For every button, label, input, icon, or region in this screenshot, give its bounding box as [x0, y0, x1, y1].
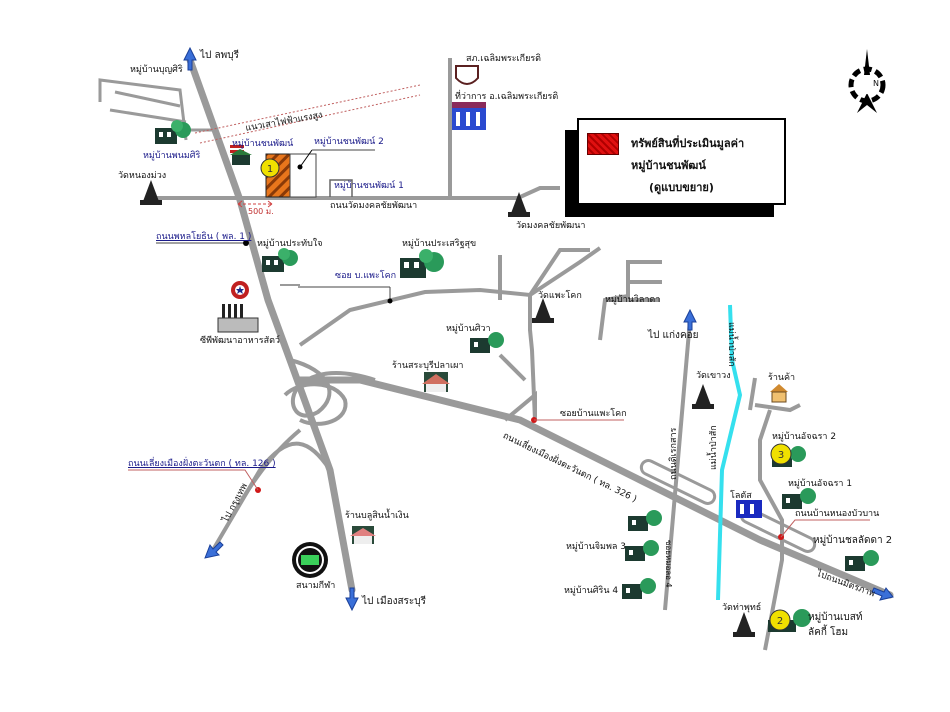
village-icon	[155, 120, 191, 144]
label-wat-phaekhok: วัดแพะโคก	[538, 291, 582, 301]
lotus-store-icon	[736, 500, 762, 518]
district-office-icon	[452, 102, 486, 130]
label-district-office: ที่ว่าการ อ.เฉลิมพระเกียรติ	[455, 92, 559, 102]
village-icon	[782, 488, 816, 509]
arrow-to-lopburi-icon	[183, 46, 197, 71]
arrow-to-mittraphap-icon	[871, 587, 894, 601]
river-label-upper: แม่น้ำป่าสัก	[726, 322, 736, 367]
village-icon	[625, 540, 659, 561]
highway-phahonyothin	[186, 56, 356, 594]
label-ban-best: หมู่บ้านเบสท์	[808, 612, 863, 623]
chonphat-1-parcel	[329, 179, 353, 197]
nong-bua-road-label: ถนนบ้านหนองบัวบาน	[795, 509, 880, 519]
soi-4-label: ซอยหมอลอ 4	[664, 540, 673, 588]
temple-icon	[532, 298, 554, 323]
label-ban-atchara-2: หมู่บ้านอัจฉรา 2	[772, 432, 837, 442]
direction-arrows	[183, 46, 894, 612]
legend-line-2: หมู่บ้านชนพัฒน์	[631, 159, 706, 172]
river-label-lower: แม่น้ำป่าสัก	[709, 425, 719, 470]
marker-2: 2	[769, 609, 791, 631]
village-icon	[262, 248, 298, 272]
label-ban-chonphat-1: หมู่บ้านชนพัฒน์ 1	[334, 181, 404, 191]
arrow-to-kaeng-khoi-icon	[683, 308, 697, 331]
label-shop: ร้านค้า	[768, 373, 796, 383]
power-line	[194, 84, 421, 144]
label-ban-sirin-4: หมู่บ้านศิริน 4	[564, 586, 619, 596]
label-wat-khao-wong: วัดเขาวง	[696, 371, 731, 381]
village-icon	[628, 510, 662, 531]
temple-icon	[733, 612, 755, 637]
label-ban-wila: หมู่บ้านวิลาดา	[605, 295, 661, 305]
bypass-126-label: ถนนเลี่ยงเมืองฝั่งตะวันตก ( ทล. 126 )	[128, 459, 276, 469]
temple-icon	[508, 192, 530, 217]
arrow-to-saraburi-icon	[345, 587, 359, 612]
label-wat-nongmuang: วัดหนองม่วง	[118, 171, 167, 181]
label-ban-phanomsiri: หมู่บ้านพนมศิริ	[143, 151, 201, 161]
village-icon	[470, 332, 504, 353]
blue-restaurant-icon	[350, 526, 376, 544]
road-wat-mongkol	[145, 58, 560, 200]
label-police: สภ.เฉลิมพระเกียรติ	[466, 54, 542, 64]
temple-icons	[140, 180, 755, 637]
label-stadium: สนามกีฬา	[296, 581, 336, 591]
marker-3: 3	[770, 443, 792, 465]
pa-sak-river	[716, 304, 743, 601]
village-icon	[622, 578, 656, 599]
label-ban-prathapjai: หมู่บ้านประทับใจ	[257, 239, 323, 249]
marker-1: 1	[260, 158, 280, 178]
legend-line-3: (ดูแบบขยาย)	[649, 181, 714, 194]
label-lotus: โลตัส	[730, 491, 752, 501]
ditsarakan-road-label: ถนนดิเรกสาร	[669, 427, 679, 480]
marker-3-label: 3	[778, 450, 784, 461]
wat-mongkol-road-label: ถนนวัดมงคลชัยพัฒนา	[330, 201, 418, 211]
label-ban-siwa: หมู่บ้านศิวา	[446, 324, 491, 334]
police-station-icon	[455, 65, 479, 85]
label-ban-bunsiri: หมู่บ้านบุญศิริ	[130, 65, 183, 75]
bypass-326	[296, 376, 894, 599]
label-ban-atchara-1: หมู่บ้านอัจฉรา 1	[788, 479, 853, 489]
interchange	[208, 358, 376, 557]
stadium-icon	[292, 542, 328, 578]
marker-1-label: 1	[267, 164, 273, 175]
village-icon	[845, 550, 879, 571]
label-wat-mongkol: วัดมงคลชัยพัฒนา	[516, 221, 586, 231]
label-ban-chonlada-2: หมู่บ้านชลลัดดา 2	[813, 535, 893, 546]
label-ban-prasertsuk: หมู่บ้านประเสริฐสุข	[402, 239, 477, 249]
label-ban-lucky-home: ลัคกี้ โฮม	[808, 627, 849, 638]
label-ban-chonphat-2: หมู่บ้านชนพัฒน์ 2	[314, 137, 384, 147]
north-compass-icon	[848, 49, 886, 113]
temple-icon	[692, 384, 714, 409]
legend-line-1: ทรัพย์สินที่ประเมินมูลค่า	[631, 137, 745, 150]
compass-label: N	[873, 79, 879, 88]
road-east-local	[748, 377, 801, 651]
road-network-central	[298, 246, 662, 422]
shop-icon	[770, 384, 788, 403]
restaurant-icon	[422, 372, 450, 392]
label-ban-chimphon-3: หมู่บ้านจิมพล 3	[566, 542, 627, 552]
factory-icon	[217, 304, 259, 333]
direction-to-lopburi: ไป ลพบุรี	[200, 50, 239, 61]
label-restaurant: ร้านสระบุรีปลาเผา	[392, 361, 464, 371]
village-icon	[400, 249, 444, 278]
temple-icon	[140, 180, 162, 205]
direction-to-saraburi: ไป เมืองสระบุรี	[362, 596, 427, 607]
scale-label: 500 ม.	[248, 207, 274, 216]
rd-phl1-label: ถนนพหลโยธิน ( พล. 1 )	[156, 232, 252, 242]
direction-to-kaeng-khoi: ไป แก่งคอย	[648, 330, 699, 341]
soi-phaekhok-label: ซอย บ.แพะโคก	[335, 271, 397, 281]
house-flag-icon	[230, 145, 252, 165]
label-ban-chonphat: หมู่บ้านชนพัฒน์	[232, 139, 294, 149]
label-blue-restaurant: ร้านบลูสินน้ำเงิน	[345, 511, 409, 521]
legend-swatch	[587, 133, 619, 155]
map-legend: ทรัพย์สินที่ประเมินมูลค่า หมู่บ้านชนพัฒน…	[577, 118, 786, 205]
cp-logo-icon	[231, 281, 249, 299]
marker-2-label: 2	[777, 616, 783, 627]
label-wat-tha-phut: วัดท่าพุทธ์	[722, 603, 762, 613]
label-feed-factory: ซีพีพัฒนาอาหารสัตว์	[200, 336, 280, 346]
soi-ban-phaekhok-label: ซอยบ้านแพะโคก	[560, 409, 627, 419]
arrow-to-bangkok-icon	[204, 541, 224, 559]
road-ditsarakan	[663, 319, 692, 611]
chonphat-2-parcel	[289, 153, 317, 198]
